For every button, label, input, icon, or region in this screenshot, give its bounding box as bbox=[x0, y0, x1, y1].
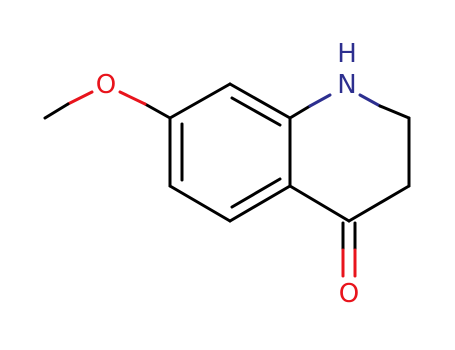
bond-o-ch3-oxygen-half bbox=[66, 90, 94, 106]
atom-label-hydrogen: H bbox=[337, 39, 357, 69]
atom-label-nitrogen: N bbox=[337, 70, 356, 100]
bond-c5-c6 bbox=[168, 184, 232, 223]
aromatic-inner-c4a-c5 bbox=[230, 177, 282, 209]
bond-c7-o-carbon-half bbox=[143, 102, 172, 120]
benzene-ring bbox=[168, 82, 292, 223]
bond-n1-c2-nitrogen-half bbox=[358, 93, 382, 108]
piperidinone-ring bbox=[288, 93, 411, 223]
atom-label-carbonyl-oxygen: O bbox=[339, 279, 359, 309]
bond-c7-o-oxygen-half bbox=[118, 90, 147, 106]
bond-c8a-n1-carbon-half bbox=[288, 104, 312, 120]
aromatic-inner-c8-c8a bbox=[230, 96, 282, 127]
bond-c3-c4 bbox=[347, 184, 411, 223]
bond-c8-c8a bbox=[228, 82, 292, 120]
carbonyl-group bbox=[341, 221, 357, 278]
bond-c7-c8 bbox=[168, 82, 232, 120]
atom-label-methoxy-oxygen: O bbox=[96, 70, 116, 100]
bond-n1-c2-carbon-half bbox=[378, 104, 411, 120]
bond-c4-c4a bbox=[288, 184, 351, 223]
bond-o-ch3-carbon-half bbox=[43, 102, 70, 120]
bond-c4a-c5 bbox=[228, 184, 292, 223]
methoxy-group bbox=[43, 90, 172, 120]
bond-c8a-n1-nitrogen-half bbox=[308, 93, 332, 108]
